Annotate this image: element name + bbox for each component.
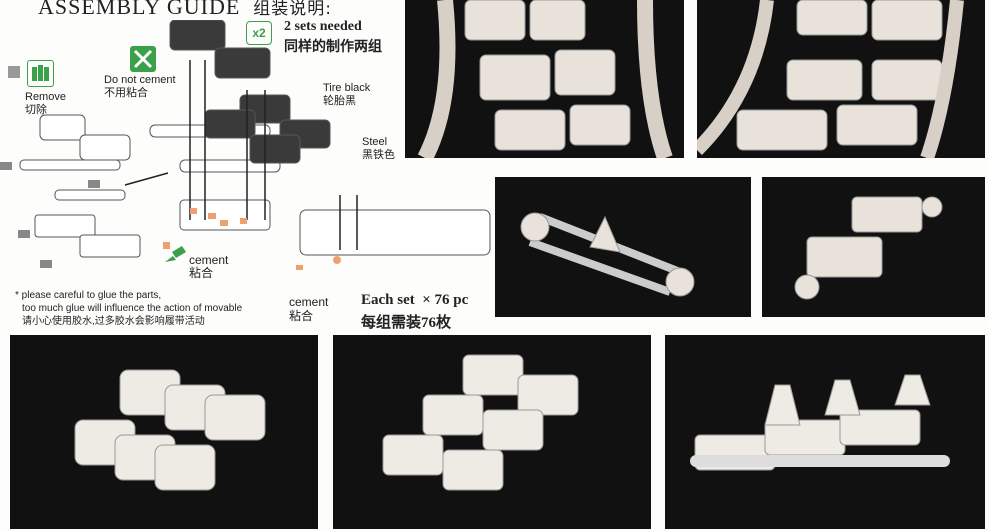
do-not-cement-en: Do not cement <box>104 74 176 86</box>
part-swatch-icon <box>8 66 20 78</box>
remove-icon <box>27 60 54 87</box>
photo-track-underside <box>333 335 651 529</box>
assembly-diagram <box>0 20 491 270</box>
tire-black-cn: 轮胎黑 <box>323 95 356 107</box>
photo-track-top-view <box>10 335 318 529</box>
cement-label-en: cement <box>189 253 229 267</box>
do-not-cement-icon <box>130 46 156 72</box>
photo-single-link <box>495 177 751 317</box>
photo-two-links <box>762 177 985 317</box>
photo-track-curve-1 <box>405 0 684 158</box>
do-not-cement-cn: 不用粘合 <box>104 87 148 99</box>
steel-cn: 黑铁色 <box>362 149 395 161</box>
remove-label-en: Remove <box>25 91 66 103</box>
glue-note-1: * please careful to glue the parts, <box>15 290 162 301</box>
x2-badge: x2 <box>246 21 272 45</box>
cement-label-2-cn: 粘合 <box>289 309 314 323</box>
glue-note-2: too much glue will influence the action … <box>22 303 243 314</box>
count-cn: 每组需装76枚 <box>361 315 452 331</box>
glue-note-3: 请小心使用胶水,过多胶水会影响履带活动 <box>22 316 205 327</box>
tire-black-en: Tire black <box>323 82 371 94</box>
cement-label-2-en: cement <box>289 295 329 309</box>
sets-needed-cn: 同样的制作两组 <box>284 40 382 55</box>
sets-needed-en: 2 sets needed <box>284 19 362 34</box>
steel-en: Steel <box>362 136 388 148</box>
cement-label-cn: 粘合 <box>189 266 214 280</box>
page-title: ASSEMBLY GUIDE 组装说明: <box>38 0 333 19</box>
photo-track-side-view <box>665 335 985 529</box>
photo-track-curve-2 <box>697 0 985 158</box>
remove-label-cn: 切除 <box>25 104 47 116</box>
count-en: Each set × 76 pc <box>361 292 469 308</box>
